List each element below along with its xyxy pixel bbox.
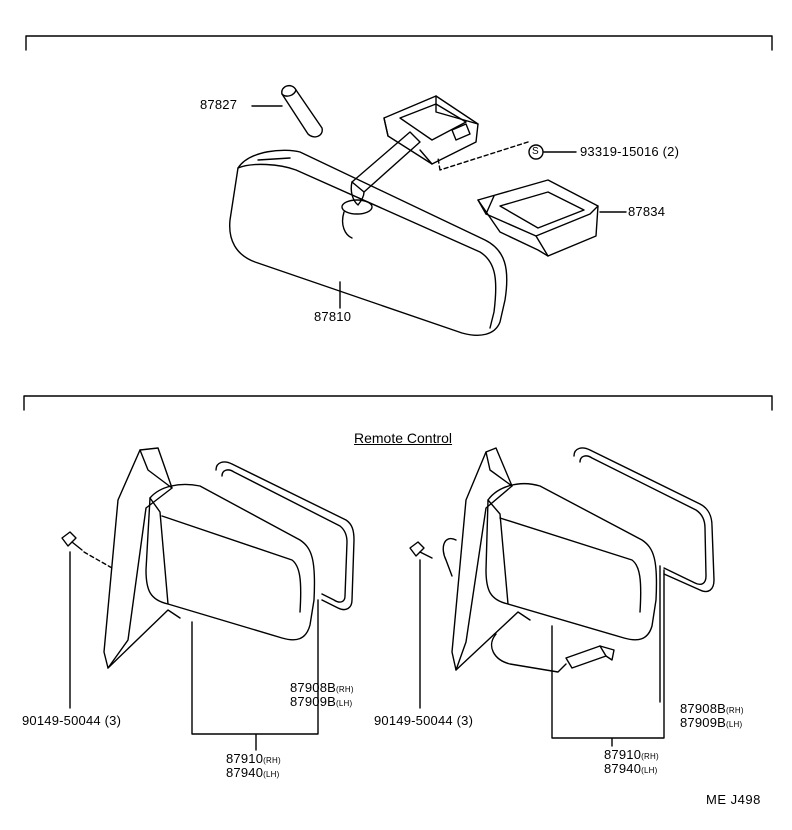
side-suffix: (LH) bbox=[263, 770, 280, 779]
label-87827: 87827 bbox=[200, 97, 238, 112]
leader-screw-left-dashed bbox=[83, 551, 113, 569]
part-number: 87940 bbox=[604, 761, 642, 776]
leader-assy-right bbox=[551, 569, 665, 747]
outer-mirror-right-housing bbox=[442, 447, 658, 673]
part-number: 87910 bbox=[226, 751, 264, 766]
side-suffix: (RH) bbox=[336, 685, 354, 694]
screw-left bbox=[61, 531, 83, 551]
label-87909b-left: 87909B(LH) bbox=[290, 695, 352, 711]
part-number: 87908B bbox=[290, 680, 337, 695]
label-87834: 87834 bbox=[628, 204, 666, 219]
inner-mirror-body bbox=[229, 149, 508, 336]
side-suffix: (RH) bbox=[263, 756, 281, 765]
label-90149-right: 90149-50044 (3) bbox=[374, 713, 474, 728]
section-frame-top bbox=[25, 35, 773, 51]
label-93319-15016: 93319-15016 (2) bbox=[580, 144, 680, 159]
mount-cover-87834 bbox=[477, 179, 599, 257]
side-suffix: (RH) bbox=[641, 752, 659, 761]
label-87810: 87810 bbox=[314, 309, 352, 324]
leader-assy-left bbox=[191, 599, 319, 751]
label-87910-right: 87910(RH) bbox=[604, 748, 659, 764]
section-frame-bottom bbox=[23, 395, 773, 411]
label-87940-left: 87940(LH) bbox=[226, 766, 280, 782]
label-87910-left: 87910(RH) bbox=[226, 752, 281, 768]
label-87908b-right: 87908B(RH) bbox=[680, 702, 744, 718]
label-87940-right: 87940(LH) bbox=[604, 762, 658, 778]
outer-mirror-right-glass bbox=[573, 447, 715, 593]
outer-mirror-left-housing bbox=[103, 447, 316, 669]
part-number: 87940 bbox=[226, 765, 264, 780]
label-90149-left: 90149-50044 (3) bbox=[22, 713, 122, 728]
side-suffix: (LH) bbox=[641, 766, 658, 775]
label-87909b-right: 87909B(LH) bbox=[680, 716, 742, 732]
part-number: 87908B bbox=[680, 701, 727, 716]
part-number: 87909B bbox=[290, 694, 337, 709]
outer-mirror-left-glass bbox=[215, 461, 355, 611]
connector-right bbox=[565, 645, 615, 669]
figure-code: ME J498 bbox=[706, 792, 761, 807]
side-suffix: (RH) bbox=[726, 706, 744, 715]
part-number: 87910 bbox=[604, 747, 642, 762]
section-title-remote-control: Remote Control bbox=[354, 430, 453, 446]
screw-symbol-s bbox=[528, 144, 544, 160]
side-suffix: (LH) bbox=[726, 720, 743, 729]
mirror-stay bbox=[350, 95, 479, 206]
label-87908b-left: 87908B(RH) bbox=[290, 681, 354, 697]
leader-screw-dashed bbox=[437, 141, 529, 171]
part-number: 87909B bbox=[680, 715, 727, 730]
screw-right bbox=[409, 541, 433, 559]
stay-cover-87827 bbox=[281, 84, 323, 138]
label-screw-symbol: S bbox=[532, 146, 539, 157]
side-suffix: (LH) bbox=[336, 699, 353, 708]
